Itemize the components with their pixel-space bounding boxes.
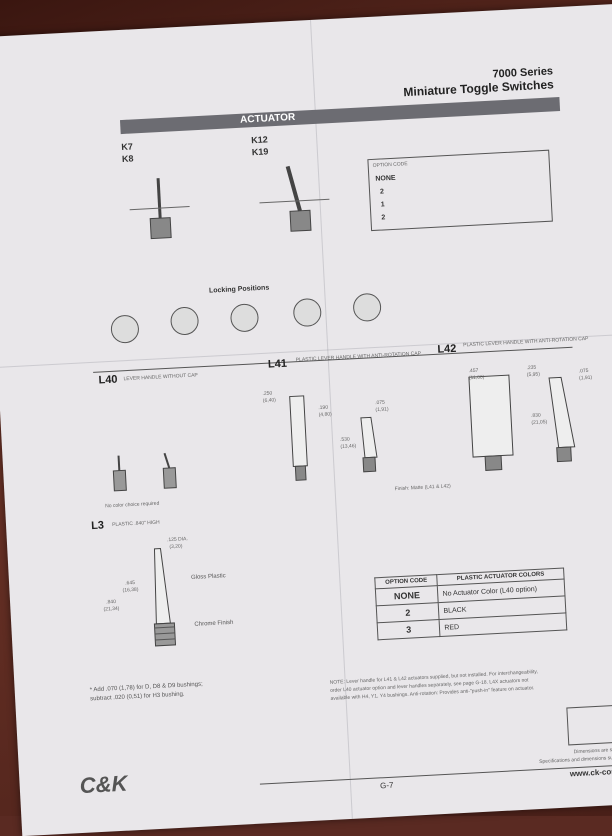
dimension: .250: [262, 390, 273, 397]
dimension: (1,91): [578, 374, 593, 382]
locking-row: 2: [381, 214, 386, 222]
no-color-note: No color choice required: [105, 500, 160, 510]
dimensions-note: Dimensions are show: [573, 746, 612, 756]
option-k7: K7: [121, 141, 134, 153]
footnote: * Add .070 (1,78) for D, D8 & D9 bushing…: [89, 681, 203, 694]
option-k12: K12: [250, 134, 268, 146]
option-l42: L42: [437, 342, 457, 356]
dimension: .840: [106, 598, 117, 606]
bushing-diagram-box: [566, 702, 612, 746]
dimension: (5,95): [526, 371, 541, 379]
dimension: .190: [318, 404, 329, 412]
page-number: G-7: [379, 780, 394, 791]
actuator-color-table: OPTION CODE PLASTIC ACTUATOR COLORS NONE…: [374, 567, 567, 640]
locking-row: 2: [379, 188, 385, 196]
locking-row: 1: [380, 201, 385, 209]
locking-position-diagram: [169, 306, 200, 336]
dimension: (11,60): [468, 374, 485, 382]
locking-table-header: OPTION CODE: [372, 161, 408, 169]
l41-drawing: [289, 395, 378, 481]
ck-logo: C&K: [79, 770, 129, 799]
locking-position-diagram: [352, 292, 382, 323]
dimension: .830: [530, 412, 541, 419]
locking-position-diagram: [292, 297, 323, 328]
dimension: .075: [374, 399, 386, 407]
option-k19: K19: [251, 146, 269, 158]
dimension: .457: [468, 367, 479, 375]
footnote: subtract .020 (0,51) for H3 bushing.: [90, 691, 185, 703]
l42-drawing: [468, 374, 576, 471]
l3-description: PLASTIC .840" HIGH: [112, 519, 160, 529]
specifications-note: Specifications and dimensions subj: [538, 754, 612, 766]
dimension: .075: [578, 367, 589, 375]
dimension: (21,34): [103, 605, 120, 613]
dimension: (4,80): [318, 411, 332, 419]
dimension: .125 DIA.: [166, 536, 189, 544]
locking-position-diagram: [110, 314, 140, 344]
l40-drawing: [112, 452, 177, 492]
dimension: .530: [339, 436, 350, 444]
l41-description: PLASTIC LEVER HANDLE WITH ANTI-ROTATION …: [295, 350, 422, 364]
option-l3: L3: [90, 519, 105, 533]
option-k8: K8: [121, 153, 134, 165]
option-l41: L41: [267, 357, 288, 371]
option-code: 3: [377, 619, 441, 640]
footer-rule: [259, 762, 612, 785]
l3-drawing: [153, 548, 177, 647]
dimension: (16,38): [122, 586, 139, 594]
dimension: .235: [526, 364, 537, 372]
top-actuator-drawings: [129, 165, 330, 240]
chrome-finish-label: Chrome Finish: [194, 619, 234, 628]
locking-row: NONE: [375, 174, 396, 183]
locking-position-diagram: [229, 303, 260, 333]
dimension: (1,91): [375, 406, 389, 414]
gloss-plastic-label: Gloss Plastic: [190, 573, 226, 581]
website-url: www.ck-compo: [569, 766, 612, 779]
l40-description: LEVER HANDLE WITHOUT CAP: [123, 372, 198, 383]
section-title: ACTUATOR: [239, 111, 296, 126]
dimension: (13,46): [340, 443, 357, 450]
dimension: (6,40): [262, 397, 277, 404]
dimension: (21,05): [531, 419, 548, 426]
locking-positions-label: Locking Positions: [208, 284, 270, 295]
actuator-section-bar: ACTUATOR: [119, 97, 561, 135]
option-l40: L40: [98, 373, 118, 387]
dimension: (3,20): [169, 543, 183, 551]
dimension: .645: [125, 579, 136, 587]
locking-table: OPTION CODE NONE 2 1 2: [367, 149, 553, 232]
